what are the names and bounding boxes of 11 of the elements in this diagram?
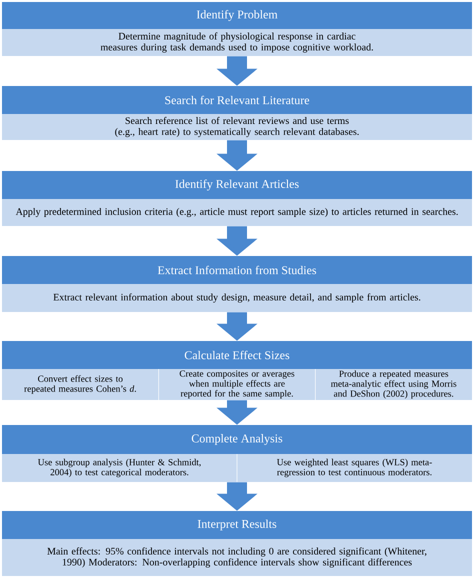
heading-bar: Identify Problem xyxy=(2,2,472,29)
description-cell: Main effects: 95% confidence intervals not including 0 are considered significant (Whitener, 1990) Moderators: Non-overlapping confidence intervals show significant differences xyxy=(2,539,472,576)
description-cell: Search reference list of relevant reviews and use terms (e.g., heart rate) to systematically search relevant databases. xyxy=(2,114,472,140)
description-cell: Convert effect sizes to repeated measures Cohen’s d. xyxy=(2,369,159,400)
description-cell: Use subgroup analysis (Hunter & Schmidt, 2004) to test categorical moderators. xyxy=(2,454,237,482)
description-cell: Determine magnitude of physiological response in cardiac measures during task demands used to impose cognitive workload. xyxy=(2,29,472,56)
description-cell: Produce a repeated measures meta-analytic effect using Morris and DeShon (2002) procedures. xyxy=(315,369,472,400)
description-cell: Extract relevant information about study design, measure detail, and sample from articles. xyxy=(2,284,472,312)
description-cell: Create composites or averages when multiple effects are reported for the same sample. xyxy=(158,369,316,400)
description-cell: Apply predetermined inclusion criteria (e.g., article must report sample size) to articles returned in searches. xyxy=(2,199,472,226)
description-cell: Use weighted least squares (WLS) meta-regression to test continuous moderators. xyxy=(237,454,472,482)
